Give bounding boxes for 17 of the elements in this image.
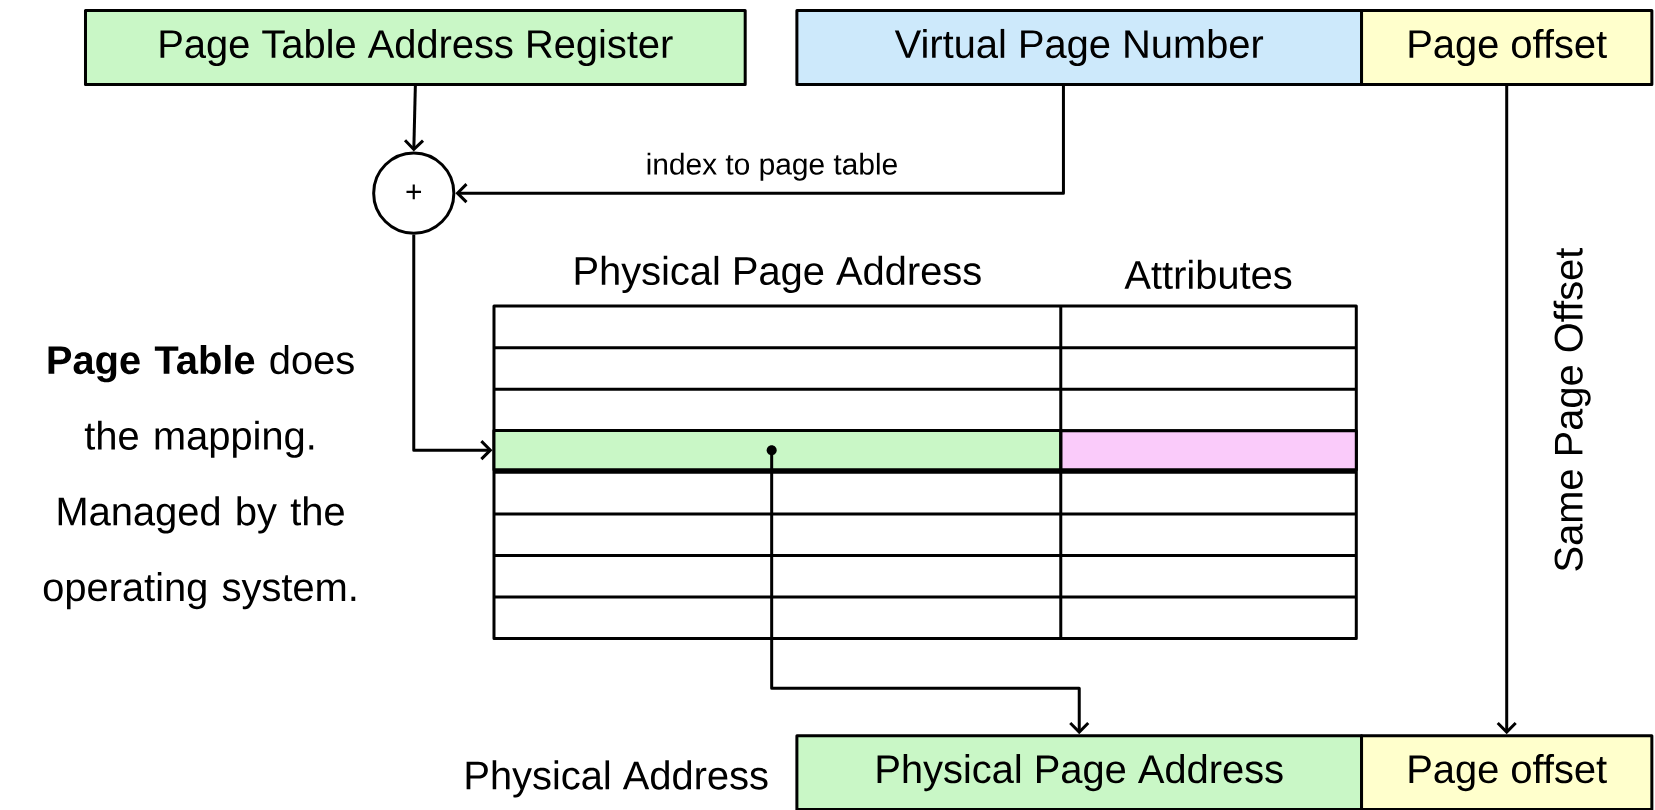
- arrow: [455, 85, 1065, 204]
- arrow: [770, 450, 1090, 735]
- highlighted-row: [492, 429, 1358, 472]
- side-label: Physical Address: [466, 760, 768, 798]
- edge-label: index to page table: [647, 152, 897, 181]
- field-box: Page Table Address Register: [84, 9, 747, 86]
- arrow: [403, 85, 425, 152]
- arrow: [1496, 85, 1517, 735]
- column-header: Attributes: [1124, 259, 1292, 290]
- arrow: [412, 234, 493, 461]
- column-header: Physical Page Address: [575, 255, 981, 293]
- field-box: Virtual Page Number: [795, 9, 1364, 86]
- edge-label: Same Page Offset: [1553, 247, 1591, 571]
- field-box: Page offset: [1360, 734, 1654, 810]
- note-text: Page Table does the mapping. Managed by the operating system.: [43, 344, 356, 610]
- field-box: Page offset: [1360, 9, 1654, 86]
- field-box: Physical Page Address: [795, 734, 1364, 810]
